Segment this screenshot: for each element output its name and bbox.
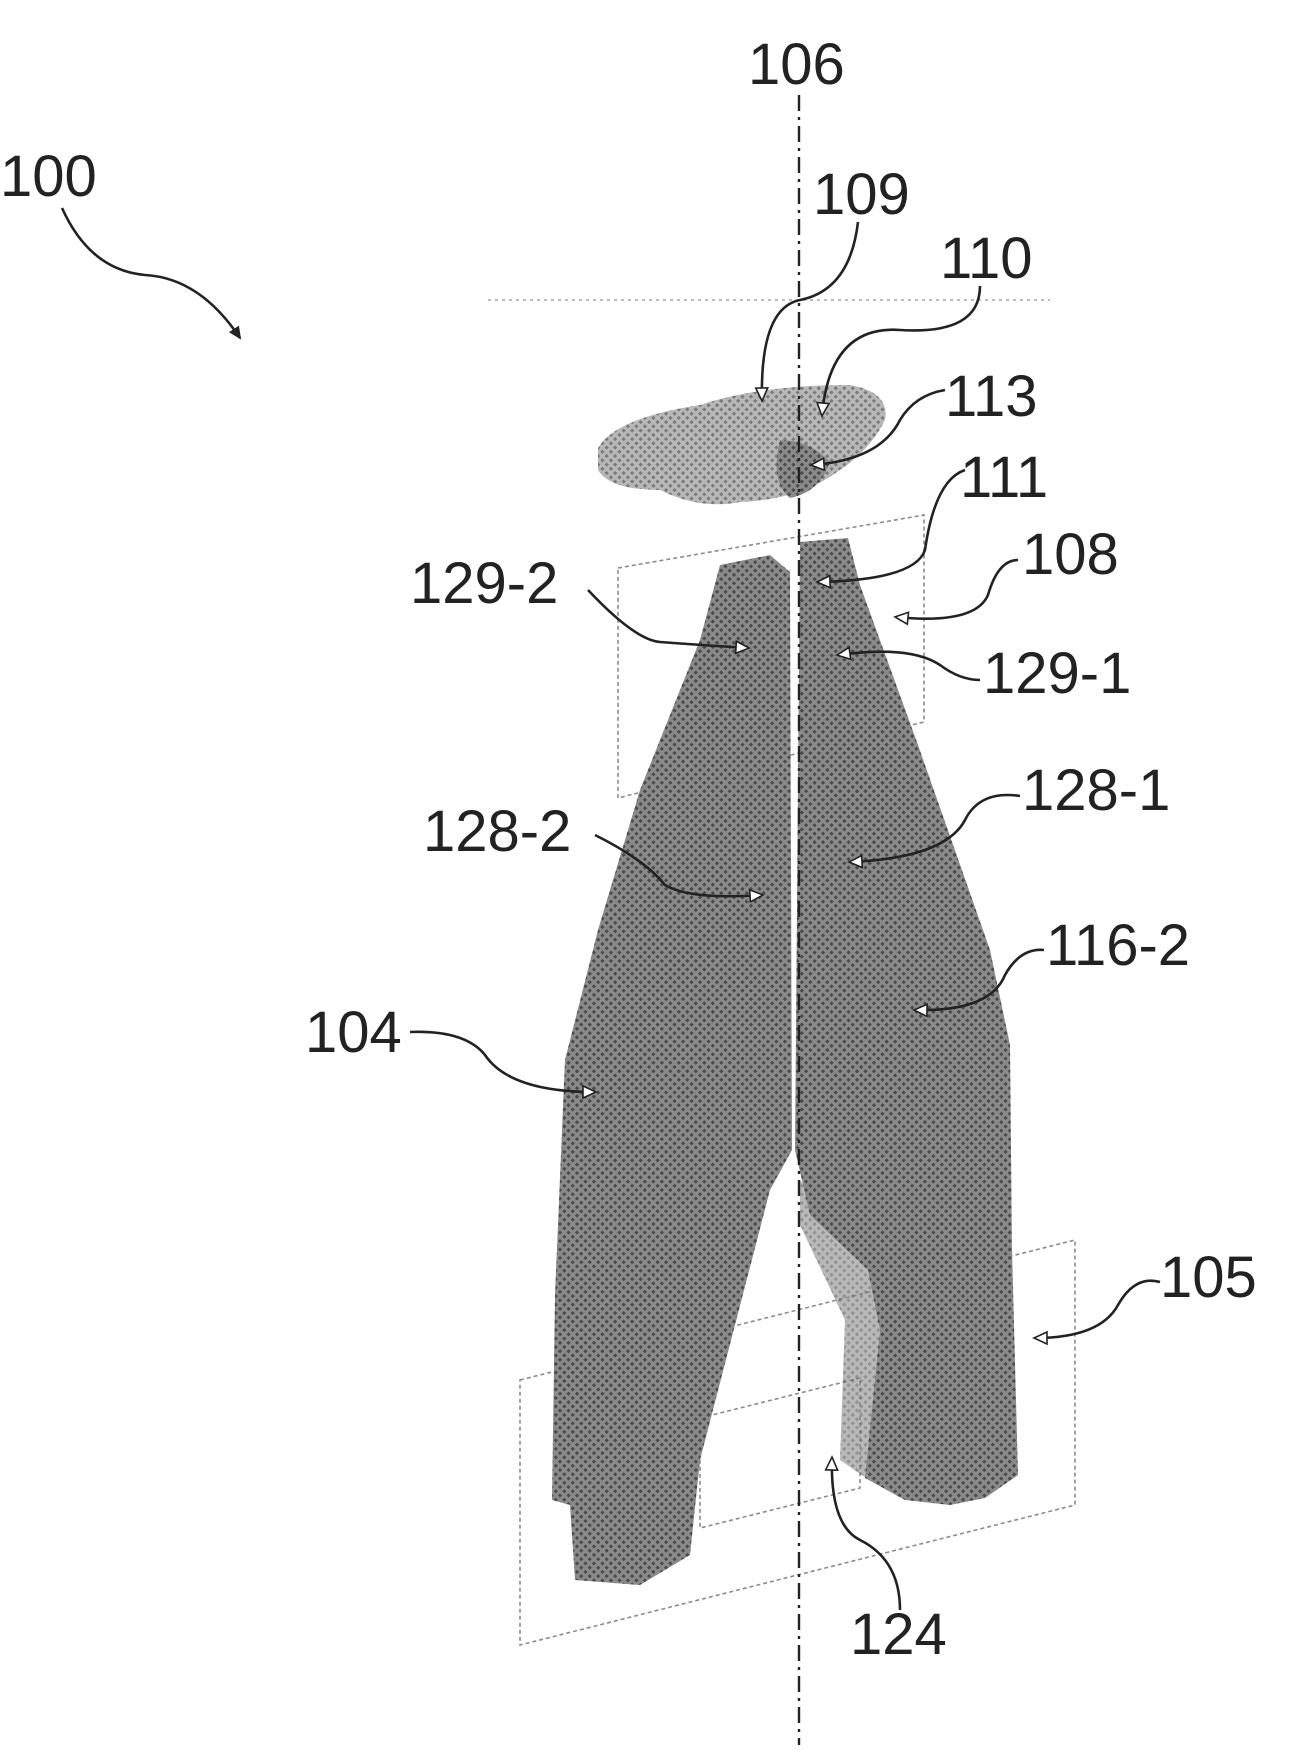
leader-100: [62, 208, 240, 338]
ref-label-104: 104: [305, 1000, 402, 1065]
cap-part: [598, 385, 886, 504]
ref-label-116-2: 116-2: [1046, 913, 1190, 978]
ref-label-106: 106: [748, 32, 845, 97]
leader-109: [762, 222, 858, 400]
ref-label-100: 100: [0, 144, 97, 209]
ref-label-108: 108: [1022, 522, 1119, 587]
ref-label-129-1: 129-1: [983, 641, 1131, 706]
ref-label-109: 109: [813, 162, 910, 227]
ref-label-113: 113: [945, 364, 1037, 429]
ref-label-128-2: 128-2: [423, 799, 571, 864]
main-body: [552, 538, 1018, 1585]
leader-108: [896, 560, 1018, 619]
ref-label-129-2: 129-2: [410, 551, 558, 616]
ref-label-105: 105: [1160, 1245, 1257, 1310]
ref-label-124: 124: [850, 1602, 947, 1667]
ref-label-110: 110: [940, 226, 1032, 291]
leader-105: [1035, 1281, 1160, 1338]
ref-label-128-1: 128-1: [1022, 758, 1170, 823]
ref-label-111: 111: [960, 445, 1048, 510]
